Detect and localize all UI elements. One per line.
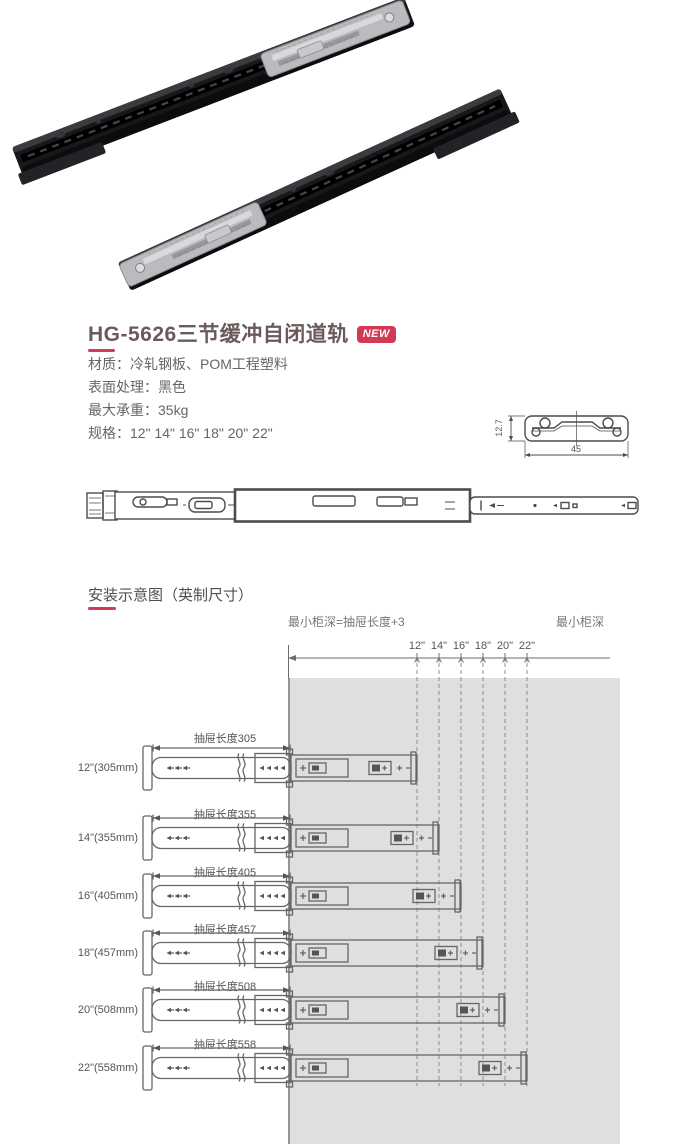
slide-row-graphic	[142, 985, 506, 1033]
cabinet-depth-area	[288, 678, 620, 1144]
spec-list: 材质：冷轧钢板、POM工程塑料 表面处理：黑色 最大承重：35kg 规格：12"…	[88, 353, 288, 445]
slide-row-graphic	[142, 813, 440, 861]
scale-size-12: 12"	[408, 640, 426, 652]
slide-row-graphic	[142, 743, 418, 791]
scale-size-22: 22"	[518, 640, 536, 652]
note-min-depth: 最小柜深	[556, 615, 605, 629]
drawer-length-label: 抽屉长度305	[193, 733, 257, 745]
slide-row-graphic	[142, 1043, 528, 1091]
cabinet-rail	[285, 818, 440, 858]
cross-section-drawing	[508, 411, 629, 458]
spec-material: 材质：冷轧钢板、POM工程塑料	[88, 356, 288, 372]
row-size-label: 12"(305mm)	[77, 762, 138, 774]
spec-sizes: 规格：12" 14" 16" 18" 20" 22"	[88, 425, 273, 441]
slide-top	[10, 0, 417, 185]
title-underline	[88, 349, 115, 352]
slide-row-graphic	[142, 928, 484, 976]
new-badge: NEW	[356, 326, 396, 343]
row-size-label: 20"(508mm)	[77, 1004, 138, 1016]
cabinet-rail	[285, 748, 418, 788]
cabinet-rail	[285, 933, 484, 973]
product-title: HG-5626三节缓冲自闭道轨	[88, 323, 349, 346]
cabinet-rail	[285, 990, 506, 1030]
spec-finish: 表面处理：黑色	[88, 379, 186, 395]
scale-size-16: 16"	[452, 640, 470, 652]
product-photo	[10, 0, 520, 292]
scale-size-14: 14"	[430, 640, 448, 652]
install-section-title: 安装示意图（英制尺寸）	[88, 587, 254, 604]
note-min-depth-formula: 最小柜深=抽屉长度+3	[288, 615, 405, 629]
scale-size-18: 18"	[474, 640, 492, 652]
scale-size-20: 20"	[496, 640, 514, 652]
cross-section-height-label: 12.7	[493, 419, 504, 437]
spec-load: 最大承重：35kg	[88, 402, 189, 418]
row-size-label: 18"(457mm)	[77, 947, 138, 959]
page-title-row: HG-5626三节缓冲自闭道轨 NEW	[88, 318, 396, 348]
install-title-underline	[88, 607, 116, 610]
cross-section-width-label: 45	[570, 444, 581, 454]
row-size-label: 14"(355mm)	[77, 832, 138, 844]
technical-drawing	[86, 488, 639, 523]
cabinet-rail	[285, 1048, 528, 1088]
row-size-label: 22"(558mm)	[77, 1062, 138, 1074]
slide-bottom	[116, 87, 520, 292]
cabinet-rail	[285, 876, 462, 916]
slide-row-graphic	[142, 871, 462, 919]
row-size-label: 16"(405mm)	[77, 890, 138, 902]
